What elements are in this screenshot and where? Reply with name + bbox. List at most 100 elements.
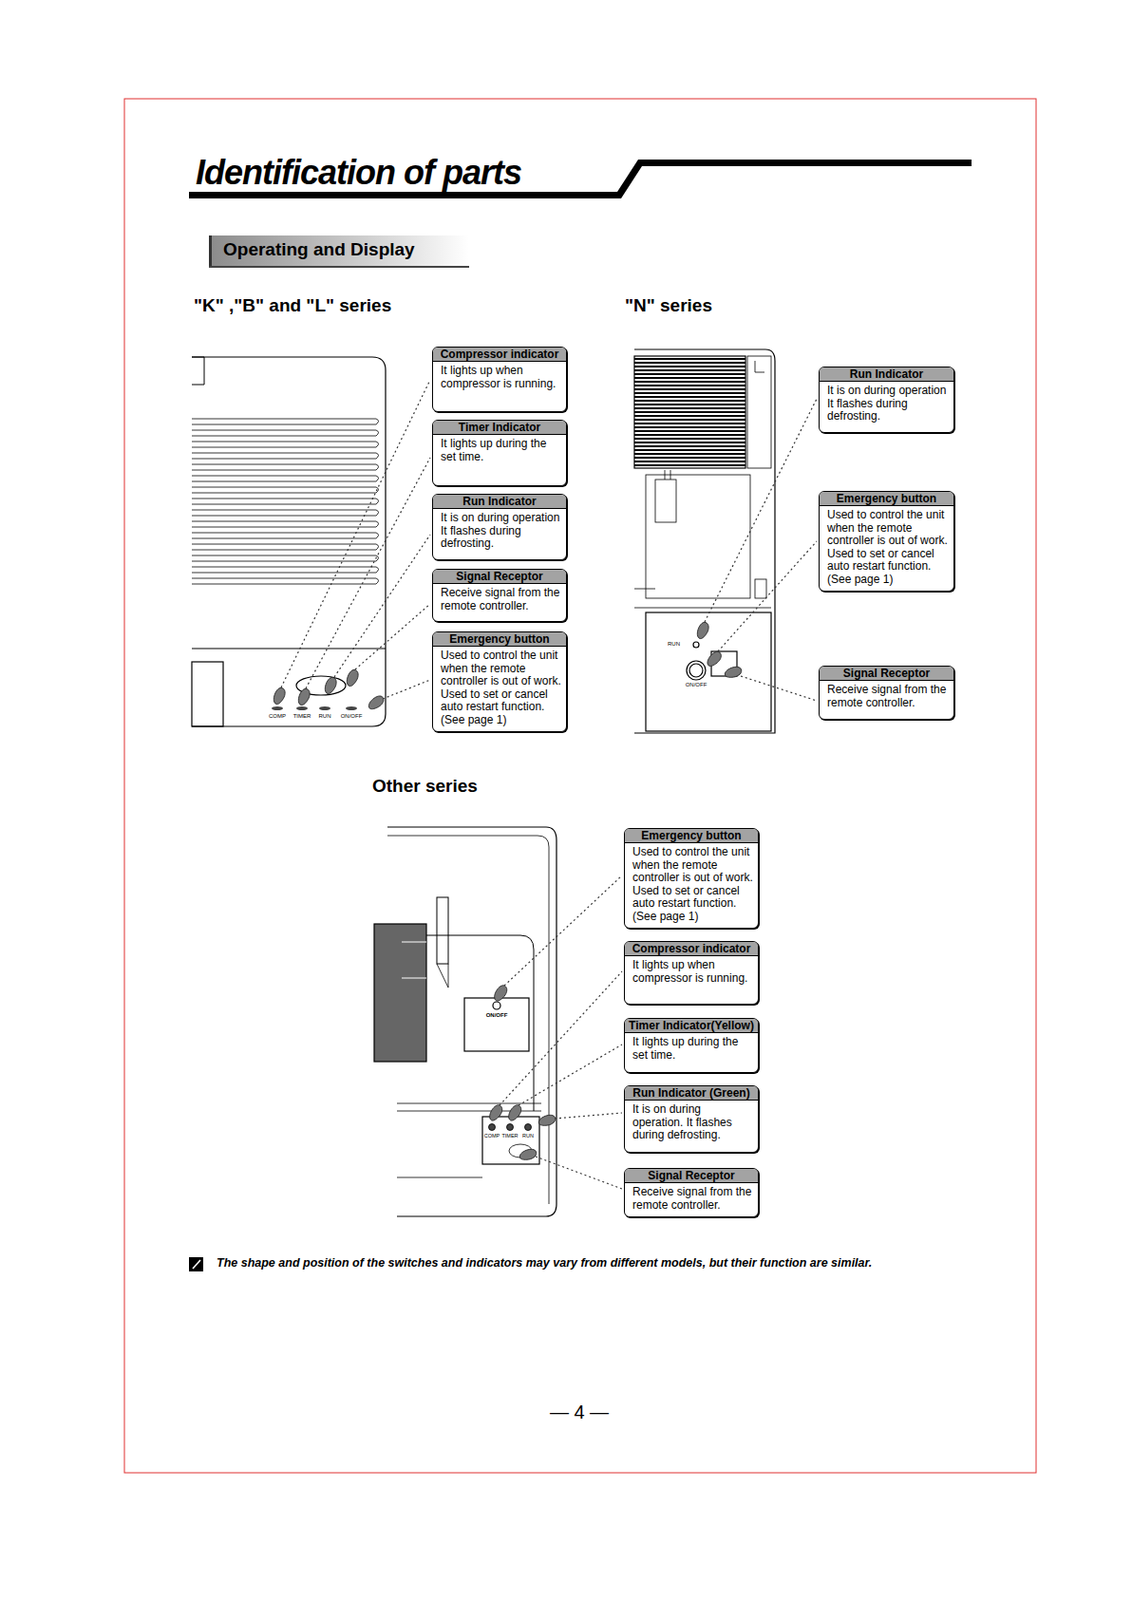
panel-label: COMP [484,1132,501,1139]
leader-line [305,457,431,689]
unit-front-n [634,377,746,379]
leader-line [281,379,817,1189]
unit-front-other [489,1124,496,1132]
callout-box: Compressor indicatorIt lights up when co… [623,941,759,1005]
subheading: "N" series [624,296,713,317]
callout-body: It lights up when compressor is running. [624,956,758,989]
unit-front-k [191,475,379,482]
callout-heading: Signal Receptor [433,569,566,585]
panel-label: RUN [319,713,332,720]
unit-front-n [634,365,746,368]
unit-front-other [482,1116,540,1165]
unit-front-n [634,415,746,417]
note-icon [192,1260,201,1269]
pointer-hand [271,686,287,706]
pointer-hand [695,621,711,641]
unit-front-k [191,430,379,436]
unit-front-k [191,418,379,585]
unit-front-n [634,388,746,391]
unit-front-n [634,449,746,452]
pointer-hand [506,1103,524,1124]
callout-body: It lights up during the set time. [624,1033,758,1066]
pointer-hand [723,664,743,680]
unit-front-other [436,963,449,988]
unit-front-n [634,418,746,421]
unit-front-k [296,706,308,711]
unit-front-n [634,464,746,467]
callout-body: Receive signal from the remote controlle… [624,1183,758,1216]
unit-front-other [507,1124,514,1132]
unit-front-other [464,998,529,1052]
leader-line [740,676,817,701]
leader-line [704,398,817,623]
subheading: "K" ,"B" and "L" series [193,296,392,317]
unit-front-n [634,456,746,459]
unit-front-k [191,452,379,459]
panel-label: ON/OFF [340,713,363,720]
leader-line [355,603,431,670]
unit-front-n [655,479,677,523]
pointer-hand [344,668,360,688]
unit-front-k [191,441,379,448]
pointer-hand [491,983,510,1004]
callout-heading: Signal Receptor [819,666,954,681]
unit-front-k [191,566,379,573]
callout-body: Receive signal from the remote controlle… [819,680,954,714]
unit-front-other [396,1103,542,1178]
unit-front-k [191,357,386,727]
unit-front-n [689,663,703,678]
unit-front-k [271,706,283,711]
unit-front-n [634,358,746,466]
callout-box: Signal ReceptorReceive signal from the r… [432,568,567,623]
unit-front-n [634,437,746,440]
unit-front-k [191,357,205,385]
unit-front-k [191,418,379,425]
leader-line [554,1113,623,1119]
unit-front-k [191,647,386,649]
callout-heading: Run Indicator (Green) [624,1086,758,1101]
unit-front-n [645,612,772,732]
callout-box: Run IndicatorIt is on during operation I… [432,493,567,561]
unit-front-other [374,827,557,1217]
pointer-hand [704,649,723,669]
panel-label: RUN [522,1132,534,1139]
unit-front-n [634,407,746,410]
panel-label: ON/OFF [685,681,708,689]
callout-heading: Emergency button [624,829,758,844]
panel-label: ON/OFF [486,1012,509,1019]
callout-box: Run Indicator (Green)It is on during ope… [623,1085,759,1153]
unit-front-other [436,897,449,964]
unit-front-n [634,399,746,402]
leader-line [281,379,431,688]
panel-label: COMP [268,713,286,720]
leader-line [717,541,817,652]
unit-front-k [191,357,386,727]
callout-heading: Run Indicator [433,494,566,510]
unit-front-n [634,358,746,360]
unit-front-n [634,349,775,734]
unit-front-other [525,1124,532,1132]
unit-front-n [634,470,772,608]
callout-heading: Emergency button [819,491,954,507]
leader-line [382,679,431,699]
callout-heading: Operating and Display [211,235,470,264]
panel-label: TIMER [501,1132,518,1139]
note-icon [188,1257,204,1272]
unit-front-n [634,430,746,433]
callout-body: It is on during operation. It flashes du… [624,1100,758,1147]
callout-box: Compressor indicatorIt lights up when co… [432,346,567,413]
callout-box: Emergency buttonUsed to control the unit… [623,828,759,929]
page-title: Identification of parts [195,155,522,190]
unit-front-n [634,356,746,469]
unit-front-n [634,384,746,387]
unit-front-n [634,361,746,364]
leader-line [334,534,431,678]
unit-front-other [374,924,427,1062]
unit-front-n [634,460,746,463]
pointer-hand [487,1103,505,1124]
callout-box: Emergency buttonUsed to control the unit… [432,631,567,733]
callout-body: Used to control the unit when the remote… [624,843,758,927]
callout-heading: Run Indicator [819,367,954,382]
